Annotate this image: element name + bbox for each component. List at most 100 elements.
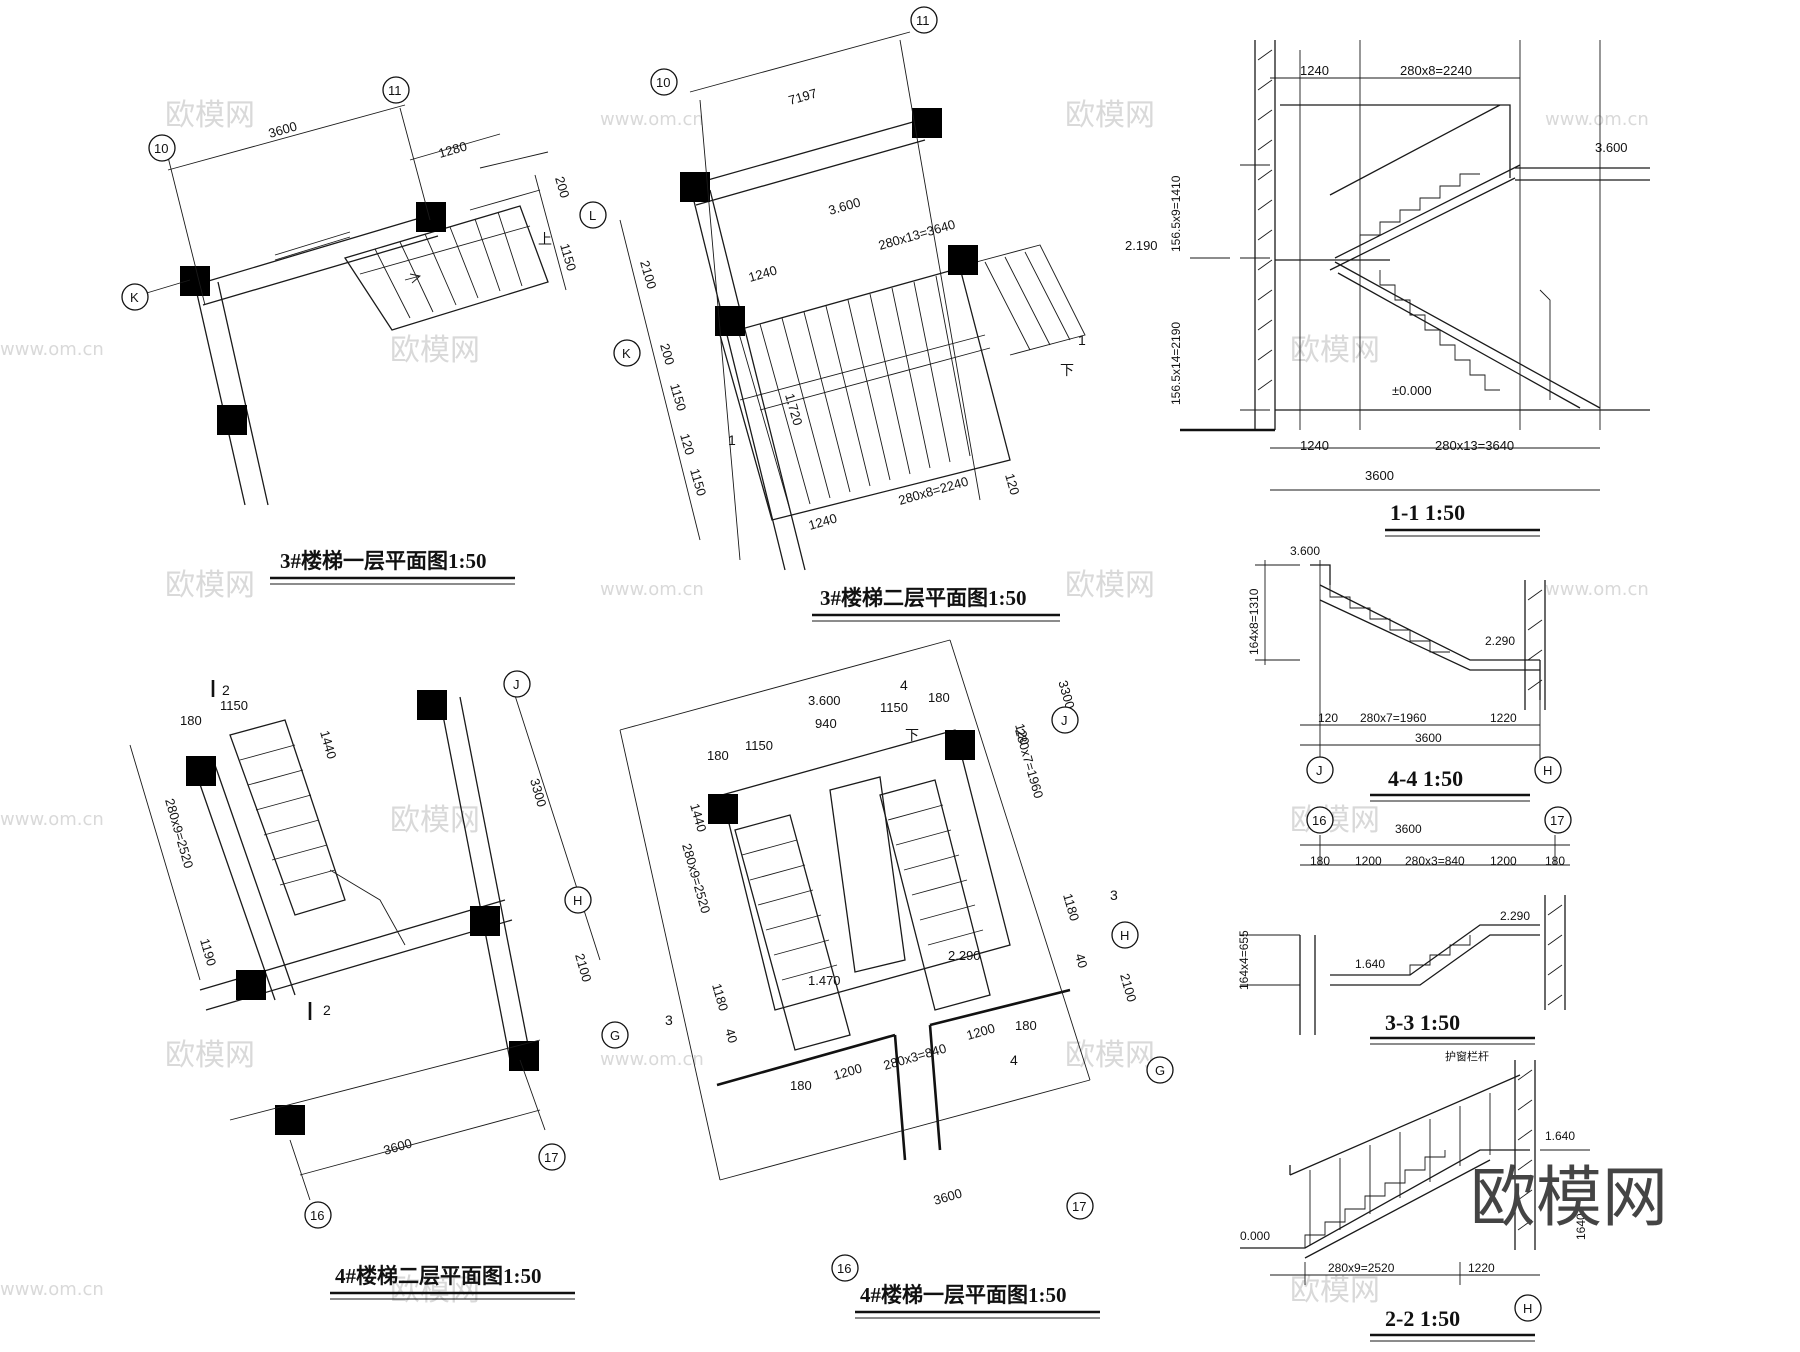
level-1720: 1.720	[782, 392, 805, 427]
watermark-url: www.om.cn	[600, 579, 704, 600]
stair-up-label: 上	[538, 231, 552, 247]
dim-200: 200	[657, 342, 677, 367]
level-1470: 1.470	[808, 973, 841, 988]
section-mark-2: 2	[323, 1002, 331, 1018]
dim-280x9: 280x9=2520	[1328, 1261, 1395, 1275]
dim-1150: 1150	[687, 467, 709, 498]
dim-1150: 1150	[745, 738, 773, 753]
dim-280x8: 280x8=2240	[1400, 63, 1472, 78]
column	[416, 202, 446, 232]
dim-1240: 1240	[1300, 438, 1329, 453]
svg-text:16: 16	[837, 1261, 851, 1276]
dim-1240: 1240	[807, 510, 839, 532]
plan-4-level1-title: 4#楼梯一层平面图1:50	[860, 1283, 1067, 1307]
dim-120: 120	[677, 432, 697, 457]
watermark-url: www.om.cn	[1545, 579, 1649, 600]
dim-200: 200	[552, 175, 572, 200]
svg-text:11: 11	[916, 13, 930, 28]
dim-40: 40	[722, 1027, 740, 1045]
dim-1640: 1640	[1574, 1213, 1588, 1240]
watermark-brand: 欧模网	[165, 98, 255, 133]
dim-1220: 1220	[1490, 711, 1517, 725]
level-000: 0.000	[1240, 1229, 1270, 1243]
svg-text:10: 10	[154, 141, 168, 156]
dim-2100: 2100	[1117, 972, 1139, 1004]
column	[217, 405, 247, 435]
dim-180: 180	[928, 690, 950, 705]
dim-1150: 1150	[220, 698, 248, 713]
dim-2100: 2100	[637, 259, 659, 291]
plan-3-level2: 7197 3.600 280x13=3640 1240 2100 200 115…	[579, 6, 1086, 622]
svg-text:17: 17	[544, 1150, 558, 1165]
grid-bubble-16: 16	[1306, 806, 1334, 834]
column	[417, 690, 447, 720]
dim-2100: 2100	[572, 952, 594, 984]
dim-120: 120	[1318, 711, 1338, 725]
watermark-brand: 欧模网	[1065, 568, 1155, 603]
grid-bubble-17: 17	[1544, 806, 1572, 834]
level-1640: 1.640	[1545, 1129, 1575, 1143]
level-3600: 3.600	[827, 194, 862, 217]
section-mark-1: 1	[1078, 332, 1086, 348]
svg-text:11: 11	[388, 83, 402, 98]
plan-4-level2: 1150 1440 180 280x9=2520 1190 3300 2100 …	[129, 670, 629, 1300]
watermark-brand: 欧模网	[165, 568, 255, 603]
svg-text:17: 17	[1550, 813, 1564, 828]
grid-bubble-G: G	[1146, 1056, 1174, 1084]
dim-3600: 3600	[1415, 731, 1442, 745]
level-3600: 3.600	[1595, 140, 1628, 155]
grid-bubble-H: H	[1514, 1294, 1542, 1322]
dim-180: 180	[790, 1078, 812, 1093]
dim-180: 180	[707, 748, 729, 763]
grid-bubble-11: 11	[910, 6, 938, 34]
watermark-brand: 欧模网	[1065, 1038, 1155, 1073]
dim-3600: 3600	[267, 118, 299, 140]
grid-bubble-17: 17	[1066, 1192, 1094, 1220]
dim-3300: 3300	[1055, 679, 1077, 711]
level-3600: 3.600	[808, 693, 841, 708]
column	[275, 1105, 305, 1135]
grid-bubble-17: 17	[538, 1143, 566, 1171]
section-2-2: 护窗栏杆 1.640 0.000 280x9=2520 1220 1640 H …	[1240, 1049, 1590, 1342]
column	[180, 266, 210, 296]
dim-40: 40	[1072, 952, 1090, 970]
watermark-layer: 欧模网 www.om.cn 欧模网 www.om.cn 欧模网 欧模网 欧模网 …	[0, 98, 1649, 1308]
watermark-brand: 欧模网	[1065, 98, 1155, 133]
dim-156x14: 156.5x14=2190	[1169, 322, 1183, 405]
stair-down-label: 下	[905, 727, 919, 743]
dim-3600: 3600	[382, 1135, 414, 1157]
watermark-brand: 欧模网	[165, 1038, 255, 1073]
handrail-note: 护窗栏杆	[1445, 1049, 1489, 1063]
watermark-brand: 欧模网	[390, 333, 480, 368]
plan-4-level1: 3.600 940 1150 1150 180 180 1440 280x9=2…	[619, 639, 1174, 1319]
watermark-brand: 欧模网	[1290, 333, 1380, 368]
column	[680, 172, 710, 202]
grid-bubble-J: J	[1306, 756, 1334, 784]
dim-1150: 1150	[667, 382, 689, 413]
dim-180: 180	[180, 713, 202, 728]
grid-bubble-16: 16	[304, 1201, 332, 1229]
section-mark-4: 4	[1010, 1052, 1018, 1068]
dim-280x13: 280x13=3640	[1435, 438, 1514, 453]
dim-280x9: 280x9=2520	[162, 797, 196, 870]
watermark-url: www.om.cn	[1545, 109, 1649, 130]
dim-1440: 1440	[687, 802, 709, 834]
svg-text:H: H	[1120, 928, 1129, 943]
dim-7197: 7197	[787, 85, 819, 107]
svg-text:J: J	[1316, 763, 1323, 778]
grid-bubble-H: H	[564, 886, 592, 914]
column	[912, 108, 942, 138]
svg-text:16: 16	[310, 1208, 324, 1223]
grid-bubble-J: J	[1051, 706, 1079, 734]
stair-down-label: 下	[1060, 362, 1074, 378]
column	[708, 794, 738, 824]
grid-bubble-H: H	[1534, 756, 1562, 784]
grid-bubble-11: 11	[382, 76, 410, 104]
column	[948, 245, 978, 275]
column	[236, 970, 266, 1000]
watermark-url: www.om.cn	[0, 339, 104, 360]
grid-bubble-L: L	[579, 201, 607, 229]
section-mark-3: 3	[665, 1012, 673, 1028]
dim-1150: 1150	[557, 242, 579, 273]
dim-940: 940	[815, 716, 837, 731]
